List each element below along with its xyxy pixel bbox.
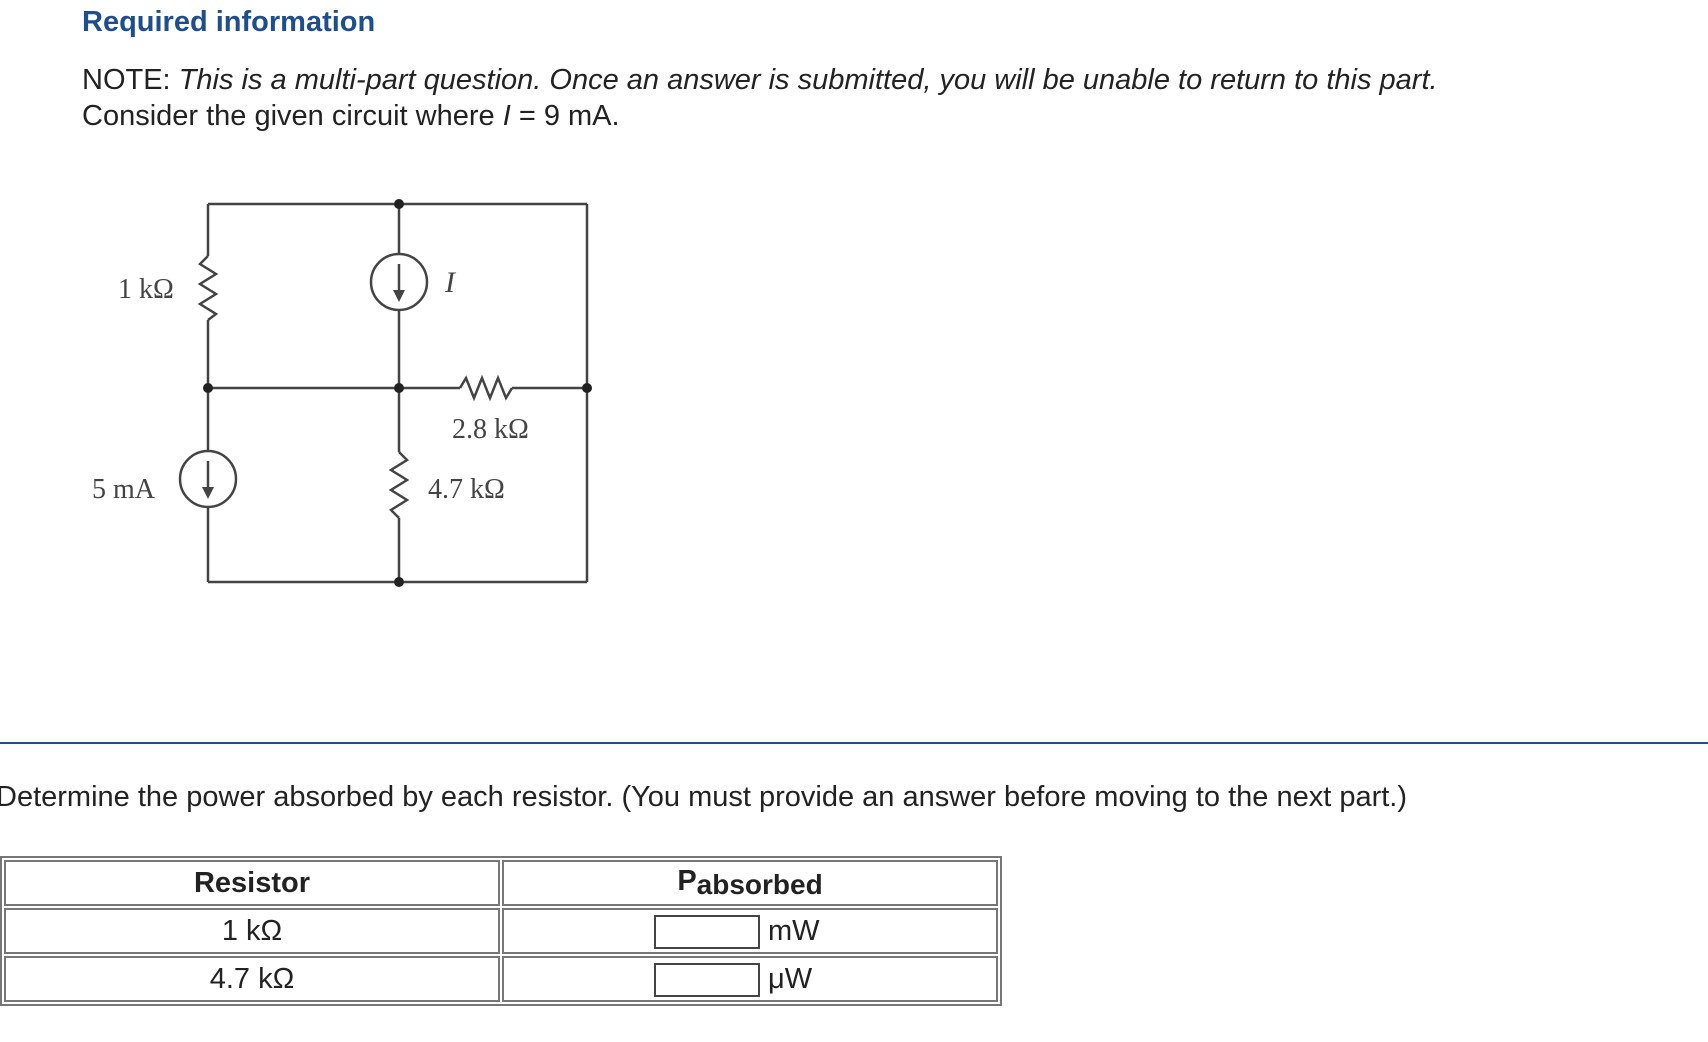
current-source-i <box>369 252 429 312</box>
current-variable: I <box>502 100 511 132</box>
resistor-cell: 4.7 kΩ <box>4 956 500 1002</box>
note-prefix: NOTE: <box>82 64 171 96</box>
power-1k-input[interactable] <box>654 914 760 949</box>
page-title: Required information <box>82 6 376 38</box>
resistor-2-8k-label: 2.8 kΩ <box>452 414 529 445</box>
unit-label: μW <box>768 963 813 995</box>
power-cell: μW <box>502 956 998 1002</box>
table-row: 1 kΩ mW <box>4 908 998 954</box>
answer-table: Resistor Pabsorbed 1 kΩ mW 4.7 kΩ μW <box>0 856 1002 1006</box>
current-i-label: I <box>444 266 457 299</box>
resistor-4-7k-label: 4.7 kΩ <box>428 474 505 505</box>
table-row: 4.7 kΩ μW <box>4 956 998 1002</box>
resistor-cell: 1 kΩ <box>4 908 500 954</box>
circuit-diagram: 1 kΩ I 2.8 kΩ 5 mA 4.7 kΩ <box>92 199 592 587</box>
current-value: = 9 mA. <box>518 100 620 132</box>
header-p-absorbed: Pabsorbed <box>502 860 998 906</box>
header-resistor: Resistor <box>4 860 500 906</box>
resistor-1k-label: 1 kΩ <box>118 274 174 305</box>
power-4-7k-input[interactable] <box>654 962 760 997</box>
header-p-letter: P <box>677 865 697 897</box>
current-source-5ma <box>178 449 238 509</box>
source-5ma-label: 5 mA <box>92 474 156 505</box>
table-header-row: Resistor Pabsorbed <box>4 860 998 906</box>
section-divider <box>0 742 1708 744</box>
power-cell: mW <box>502 908 998 954</box>
question-note: NOTE: This is a multi-part question. Onc… <box>82 62 1438 134</box>
circuit-description: Consider the given circuit where <box>82 100 495 132</box>
question-text: Determine the power absorbed by each res… <box>0 781 1408 813</box>
unit-label: mW <box>768 915 820 947</box>
header-p-subscript: absorbed <box>696 869 823 900</box>
note-italic-text: This is a multi-part question. Once an a… <box>178 64 1438 96</box>
